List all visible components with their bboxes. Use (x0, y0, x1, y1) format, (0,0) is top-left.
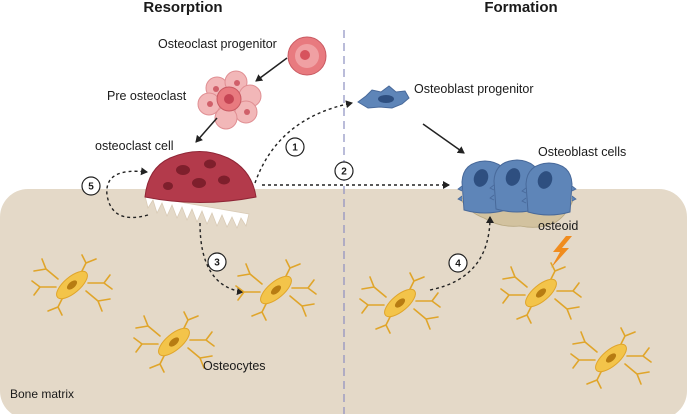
label-osteoblast-cells: Osteoblast cells (538, 145, 626, 159)
arrow-progenitor-to-pre (255, 57, 288, 82)
osteoblast-progenitor-icon (357, 85, 410, 109)
svg-text:4: 4 (455, 259, 461, 270)
label-osteoclast-progenitor: Osteoclast progenitor (158, 37, 277, 51)
heading-resorption: Resorption (143, 0, 222, 16)
label-bone-matrix: Bone matrix (10, 387, 74, 401)
svg-text:2: 2 (341, 167, 347, 178)
svg-text:1: 1 (292, 143, 298, 154)
bone-matrix-region (0, 189, 687, 414)
arrow-step-1 (254, 100, 353, 184)
arrow-pre-to-osteoclast (195, 117, 218, 143)
arrow-progenitor-to-osteoblasts (422, 123, 465, 154)
arrow-step-3 (199, 222, 244, 296)
label-osteocytes: Osteocytes (203, 359, 266, 373)
osteoblast-cells-icon (457, 159, 577, 216)
svg-text:3: 3 (214, 258, 220, 269)
label-osteoblast-progenitor: Osteoblast progenitor (414, 82, 534, 96)
osteoclast-progenitor-icon (287, 36, 327, 76)
step-badge-5: 5 (81, 176, 101, 196)
heading-formation: Formation (484, 0, 557, 16)
step-badge-1: 1 (285, 137, 305, 157)
pre-osteoclast-icon (197, 70, 262, 130)
lightning-icon (551, 236, 572, 268)
step-badge-4: 4 (448, 253, 468, 273)
step-badge-3: 3 (207, 252, 227, 272)
label-osteoclast-cell: osteoclast cell (95, 139, 174, 153)
step-badge-2: 2 (334, 161, 354, 181)
osteoclast-cell-icon (144, 151, 257, 230)
label-osteoid: osteoid (538, 219, 578, 233)
label-pre-osteoclast: Pre osteoclast (107, 89, 187, 103)
arrow-step-5 (106, 167, 149, 219)
svg-text:5: 5 (88, 182, 94, 193)
arrow-step-4 (429, 216, 494, 291)
